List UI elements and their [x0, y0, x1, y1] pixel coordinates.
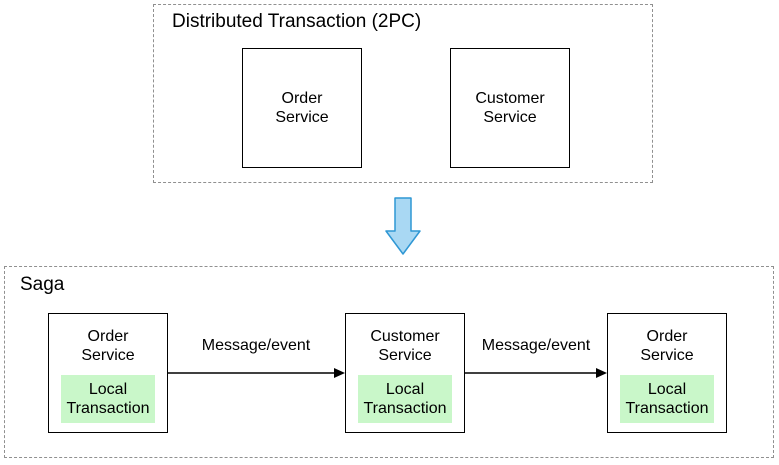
message-event-label-1: Message/event — [201, 337, 311, 354]
saga-order-service-box-2: Order Service Local Transaction — [607, 313, 727, 433]
2pc-group-title: Distributed Transaction (2PC) — [172, 11, 422, 32]
local-transaction-box-1: Local Transaction — [61, 375, 155, 423]
saga-customer-service-box: Customer Service Local Transaction — [345, 313, 465, 433]
2pc-customer-service-box: Customer Service — [450, 48, 570, 168]
saga-order-service-box-1: Order Service Local Transaction — [48, 313, 168, 433]
saga-order-service-label-2: Order Service — [640, 328, 694, 364]
2pc-order-service-label: Order Service — [275, 90, 329, 126]
local-transaction-box-2: Local Transaction — [358, 375, 452, 423]
message-arrow-1 — [168, 368, 345, 378]
local-transaction-box-3: Local Transaction — [620, 375, 714, 423]
message-event-label-2: Message/event — [481, 337, 591, 354]
2pc-customer-service-label: Customer Service — [475, 90, 545, 126]
saga-order-service-label-1: Order Service — [81, 328, 135, 364]
2pc-group-frame — [153, 4, 653, 183]
2pc-order-service-box: Order Service — [242, 48, 362, 168]
saga-customer-service-label: Customer Service — [370, 328, 440, 364]
saga-group-title: Saga — [20, 274, 65, 295]
saga-group-frame — [4, 266, 774, 458]
message-arrow-2 — [465, 368, 607, 378]
down-arrow-icon — [385, 197, 421, 255]
